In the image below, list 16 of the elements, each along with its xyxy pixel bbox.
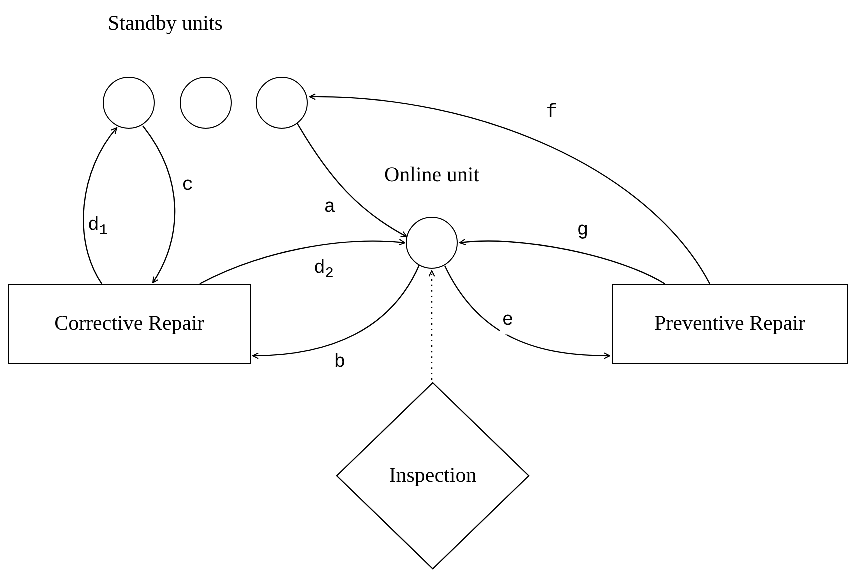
curved-arrow bbox=[444, 266, 611, 360]
process-box bbox=[612, 284, 848, 364]
dotted-arrow bbox=[428, 270, 436, 380]
curved-arrow bbox=[309, 94, 710, 284]
curved-arrow bbox=[83, 127, 118, 284]
decision-diamond bbox=[336, 382, 530, 570]
curved-arrow bbox=[252, 264, 421, 360]
group-label: Standby units bbox=[108, 10, 223, 37]
curved-arrow bbox=[142, 126, 176, 284]
process-box bbox=[8, 284, 251, 364]
curved-arrow bbox=[459, 239, 666, 285]
curved-arrow bbox=[200, 239, 406, 285]
node-text: Corrective Repair bbox=[54, 310, 204, 338]
node-text: Inspection bbox=[389, 462, 477, 490]
curved-arrow bbox=[295, 120, 408, 238]
node-text: Preventive Repair bbox=[654, 310, 806, 338]
